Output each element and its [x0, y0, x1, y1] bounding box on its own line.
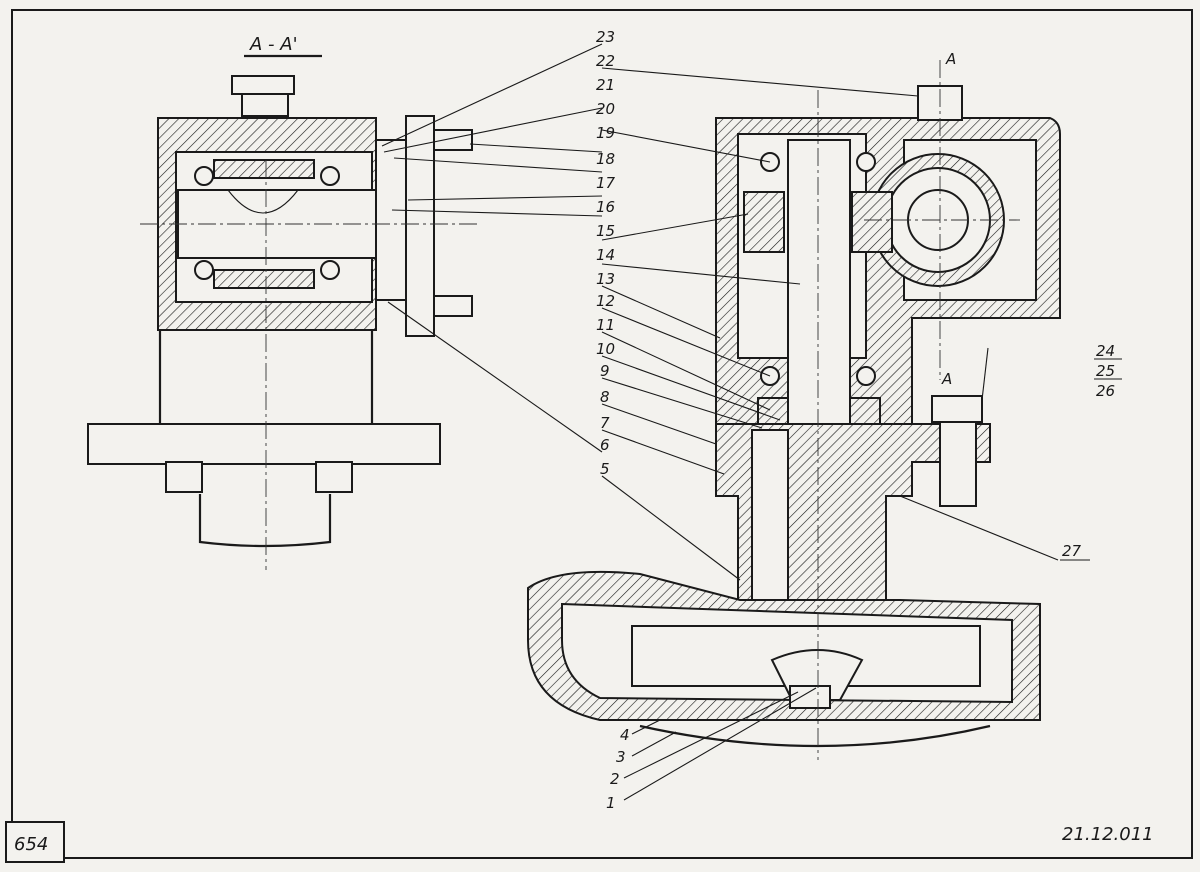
- callout-1: 1: [606, 794, 616, 812]
- drawing-frame: [11, 9, 1193, 859]
- callout-21: 21: [596, 76, 615, 94]
- callout-labels: 23 22 21 20 19 18 17 16 15 14 13 12 11 1…: [596, 28, 1122, 812]
- callout-22: 22: [596, 52, 615, 70]
- callout-7: 7: [600, 414, 610, 432]
- callout-26: 26: [1096, 382, 1115, 400]
- leader-lines: [381, 43, 1059, 801]
- callout-12: 12: [596, 292, 615, 310]
- callout-27: 27: [1062, 542, 1082, 560]
- sheet-number: 654: [14, 834, 48, 855]
- callout-20: 20: [596, 100, 615, 118]
- section-view-a-a: A - A': [87, 34, 480, 570]
- callout-24: 24: [1096, 342, 1115, 360]
- section-mark-top: A: [945, 50, 956, 68]
- callout-17: 17: [596, 174, 616, 192]
- callout-10: 10: [596, 340, 615, 358]
- callout-2: 2: [610, 770, 620, 788]
- section-mark-bottom: A: [941, 370, 952, 388]
- callout-11: 11: [596, 316, 615, 334]
- callout-16: 16: [596, 198, 615, 216]
- callout-6: 6: [600, 436, 610, 454]
- callout-23: 23: [596, 28, 615, 46]
- callout-19: 19: [596, 124, 615, 142]
- callout-5: 5: [600, 460, 610, 478]
- callout-9: 9: [600, 362, 610, 380]
- callout-3: 3: [616, 748, 626, 766]
- section-title: A - A': [249, 34, 298, 55]
- callout-25: 25: [1096, 362, 1115, 380]
- main-section-view: A A: [527, 50, 1061, 760]
- callout-13: 13: [596, 270, 615, 288]
- callout-15: 15: [596, 222, 615, 240]
- sheet-number-box: [5, 821, 65, 863]
- callout-18: 18: [596, 150, 615, 168]
- drawing-code: 21.12.011: [1062, 824, 1154, 845]
- callout-4: 4: [620, 726, 630, 744]
- callout-14: 14: [596, 246, 615, 264]
- callout-8: 8: [600, 388, 610, 406]
